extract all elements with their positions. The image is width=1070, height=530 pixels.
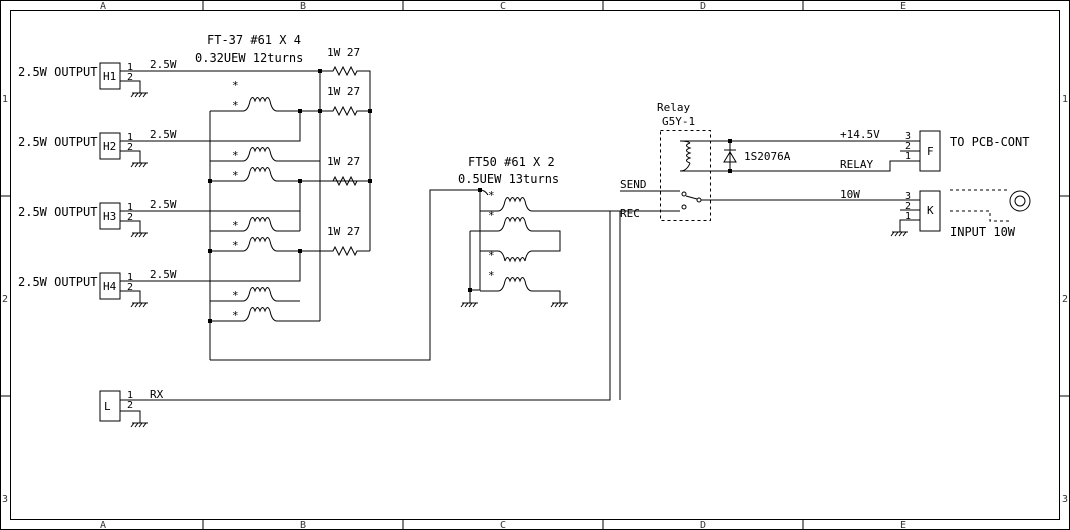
splitter-dot-marks: * * * * * * * * — [232, 79, 239, 322]
grid-row-3-right: 3 — [1062, 494, 1068, 505]
h4-ref: H4 — [103, 280, 117, 293]
relay-send-label: SEND — [620, 178, 647, 191]
h3-output-label: 2.5W OUTPUT — [18, 205, 97, 219]
h4-net-label: 2.5W — [150, 268, 177, 281]
h4-pin2: 2 — [127, 282, 133, 293]
h1-output-label: 2.5W OUTPUT — [18, 65, 97, 79]
k-pin3: 3 — [905, 191, 911, 202]
h3-ref: H3 — [103, 210, 116, 223]
l-pin1: 1 — [127, 390, 133, 401]
dot-mark-1: * — [232, 79, 239, 92]
combiner-transformer: FT50 #61 X 2 0.5UEW 13turns * * * * — [458, 155, 621, 400]
f-ref: F — [927, 145, 934, 158]
connector-k: K 3 2 1 10W INPUT 10W — [840, 188, 1031, 239]
connector-h1: 2.5W OUTPUT H1 1 2 2.5W — [18, 58, 320, 93]
resistor-2-label: 1W 27 — [327, 85, 360, 98]
h2-net-label: 2.5W — [150, 128, 177, 141]
l-ref: L — [104, 400, 111, 413]
resistor-1-label: 1W 27 — [327, 46, 360, 59]
junction-dots-splitter — [208, 69, 372, 323]
resistor-4-label: 1W 27 — [327, 225, 360, 238]
h4-output-label: 2.5W OUTPUT — [18, 275, 97, 289]
h2-ref: H2 — [103, 140, 116, 153]
h1-pin2: 2 — [127, 72, 133, 83]
h4-pin1: 1 — [127, 272, 133, 283]
grid-col-b-bottom: B — [300, 520, 306, 530]
grid-column-labels-top: A B C D E — [100, 1, 906, 12]
h1-net-label: 2.5W — [150, 58, 177, 71]
k-pin2: 2 — [905, 201, 911, 212]
combiner-dot-4: * — [488, 269, 495, 282]
h2-pin2: 2 — [127, 142, 133, 153]
splitter-to-combiner-wire — [210, 189, 480, 361]
dot-mark-2: * — [232, 99, 239, 112]
grid-row-3-left: 3 — [2, 494, 8, 505]
l-net-label: RX — [150, 388, 164, 401]
connector-f: F 3 2 1 +14.5V RELAY TO PCB-CONT — [730, 128, 1029, 172]
dot-mark-3: * — [232, 149, 239, 162]
grid-col-b-top: B — [300, 1, 306, 12]
f-pin3: 3 — [905, 131, 911, 142]
h1-pin1: 1 — [127, 62, 133, 73]
h1-ref: H1 — [103, 70, 116, 83]
balancing-resistors: 1W 27 1W 27 1W 27 1W 27 — [300, 46, 371, 257]
combiner-core-label: FT50 #61 X 2 — [468, 155, 555, 169]
grid-col-a-top: A — [100, 1, 106, 12]
grid-col-e-top: E — [900, 1, 906, 12]
dot-mark-4: * — [232, 169, 239, 182]
grid-col-c-bottom: C — [500, 520, 506, 530]
grid-row-1-left: 1 — [2, 94, 8, 105]
f-destination-label: TO PCB-CONT — [950, 135, 1029, 149]
connector-h3: 2.5W OUTPUT H3 1 2 2.5W — [18, 181, 301, 233]
combiner-dot-2: * — [488, 209, 495, 222]
splitter-core-label: FT-37 #61 X 4 — [207, 33, 301, 47]
f-net-supply: +14.5V — [840, 128, 880, 141]
f-pin1: 1 — [905, 151, 911, 162]
resistor-3-label: 1W 27 — [327, 155, 360, 168]
splitter-wire-label: 0.32UEW 12turns — [195, 51, 303, 65]
ground-symbols-outputs — [130, 92, 148, 308]
combiner-dot-1: * — [488, 189, 495, 202]
connector-h4: 2.5W OUTPUT H4 1 2 2.5W — [18, 251, 301, 303]
grid-col-a-bottom: A — [100, 520, 106, 530]
combiner-dot-3: * — [488, 249, 495, 262]
k-pin1: 1 — [905, 211, 911, 222]
h3-pin2: 2 — [127, 212, 133, 223]
grid-col-c-top: C — [500, 1, 506, 12]
grid-col-e-bottom: E — [900, 520, 906, 530]
dot-mark-8: * — [232, 309, 239, 322]
grid-col-d-bottom: D — [700, 520, 706, 530]
f-net-relay: RELAY — [840, 158, 873, 171]
h3-pin1: 1 — [127, 202, 133, 213]
dot-mark-5: * — [232, 219, 239, 232]
relay-g5y-1: Relay G5Y-1 1S2076A SEND REC — [620, 101, 920, 221]
relay-title: Relay — [657, 101, 690, 114]
grid-col-d-top: D — [700, 1, 706, 12]
grid-row-2-right: 2 — [1062, 294, 1068, 305]
relay-rec-label: REC — [620, 207, 640, 220]
grid-row-2-left: 2 — [2, 294, 8, 305]
dot-mark-6: * — [232, 239, 239, 252]
k-input-label: INPUT 10W — [950, 225, 1016, 239]
connector-h2: 2.5W OUTPUT H2 1 2 2.5W — [18, 111, 301, 163]
k-net-label: 10W — [840, 188, 860, 201]
k-ref: K — [927, 204, 934, 217]
l-pin2: 2 — [127, 400, 133, 411]
coax-jack-icon — [1009, 190, 1031, 212]
h2-output-label: 2.5W OUTPUT — [18, 135, 97, 149]
grid-row-labels: 1 2 3 1 2 3 — [2, 94, 1068, 505]
combiner-wire-label: 0.5UEW 13turns — [458, 172, 559, 186]
connector-l: L 1 2 RX — [99, 210, 680, 428]
relay-model: G5Y-1 — [662, 115, 695, 128]
splitter-transformer-labels: FT-37 #61 X 4 0.32UEW 12turns — [195, 33, 303, 65]
relay-diode-label: 1S2076A — [744, 150, 791, 163]
h3-net-label: 2.5W — [150, 198, 177, 211]
dot-mark-7: * — [232, 289, 239, 302]
grid-row-1-right: 1 — [1062, 94, 1068, 105]
grid-column-labels-bottom: A B C D E — [100, 520, 906, 530]
f-pin2: 2 — [905, 141, 911, 152]
h2-pin1: 1 — [127, 132, 133, 143]
